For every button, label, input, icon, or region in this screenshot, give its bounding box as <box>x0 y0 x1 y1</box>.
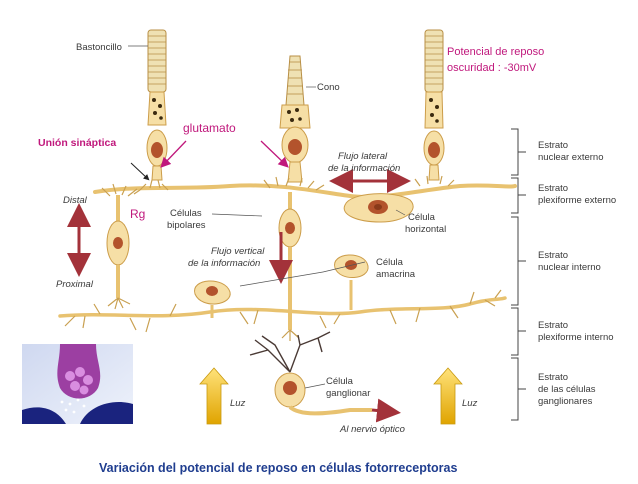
rod-cell-left <box>146 29 168 181</box>
light-arrow-right <box>433 367 463 425</box>
label-rg: Rg <box>130 207 145 221</box>
label-cone: Cono <box>317 82 340 93</box>
rod-cell-right <box>423 29 445 181</box>
layer-4-line2: plexiforme interno <box>538 332 614 343</box>
label-amacrine-1: Célula <box>376 257 404 268</box>
ganglion-cell <box>249 331 401 423</box>
synapse-inset-image <box>22 344 133 424</box>
caption: Variación del potencial de reposo en cél… <box>99 461 457 475</box>
label-proximal: Proximal <box>56 279 94 290</box>
label-lateral-flow-2: de la información <box>328 163 400 174</box>
layer-1-line2: nuclear externo <box>538 152 603 163</box>
layer-brackets <box>511 128 526 421</box>
bipolar-cell-left <box>106 195 131 310</box>
layer-2-line1: Estrato <box>538 183 568 194</box>
synapse-dendrites <box>101 175 455 197</box>
layer-2-line2: plexiforme externo <box>538 195 616 206</box>
light-arrow-left <box>199 367 229 425</box>
layer-1-line1: Estrato <box>538 140 568 151</box>
amacrine-cells <box>58 254 507 333</box>
leader-lines <box>128 45 406 389</box>
label-vertical-flow-1: Flujo vertical <box>211 246 265 257</box>
label-synaptic-junction: Unión sináptica <box>38 137 116 149</box>
label-bipolar-2: bipolares <box>167 220 206 231</box>
layer-3-line1: Estrato <box>538 250 568 261</box>
label-vertical-flow-2: de la información <box>188 258 260 269</box>
cone-cell <box>279 55 311 183</box>
label-resting-potential-2: oscuridad : -30mV <box>447 62 537 74</box>
label-ganglion-2: ganglionar <box>326 388 370 399</box>
horizontal-cell <box>93 183 517 223</box>
label-amacrine-2: amacrina <box>376 269 416 280</box>
layer-5-line2: de las células <box>538 384 596 395</box>
label-horizontal-2: horizontal <box>405 224 446 235</box>
label-resting-potential-1: Potencial de reposo <box>447 46 544 58</box>
label-horizontal-1: Célula <box>408 212 436 223</box>
label-optic-nerve: Al nervio óptico <box>339 424 405 435</box>
label-glutamate: glutamato <box>183 121 236 135</box>
label-bipolar-1: Células <box>170 208 202 219</box>
bipolar-cell-center <box>278 192 302 341</box>
layer-5-line1: Estrato <box>538 372 568 383</box>
layer-5-line3: ganglionares <box>538 396 593 407</box>
label-lateral-flow-1: Flujo lateral <box>338 151 388 162</box>
label-light-right: Luz <box>462 398 478 409</box>
label-light-left: Luz <box>230 398 246 409</box>
label-ganglion-1: Célula <box>326 376 354 387</box>
label-distal: Distal <box>63 195 88 206</box>
label-rod: Bastoncillo <box>76 42 122 53</box>
layer-3-line2: nuclear interno <box>538 262 601 273</box>
glutamate-arrows <box>160 140 289 168</box>
layer-4-line1: Estrato <box>538 320 568 331</box>
synaptic-junction-arrow <box>130 162 150 181</box>
